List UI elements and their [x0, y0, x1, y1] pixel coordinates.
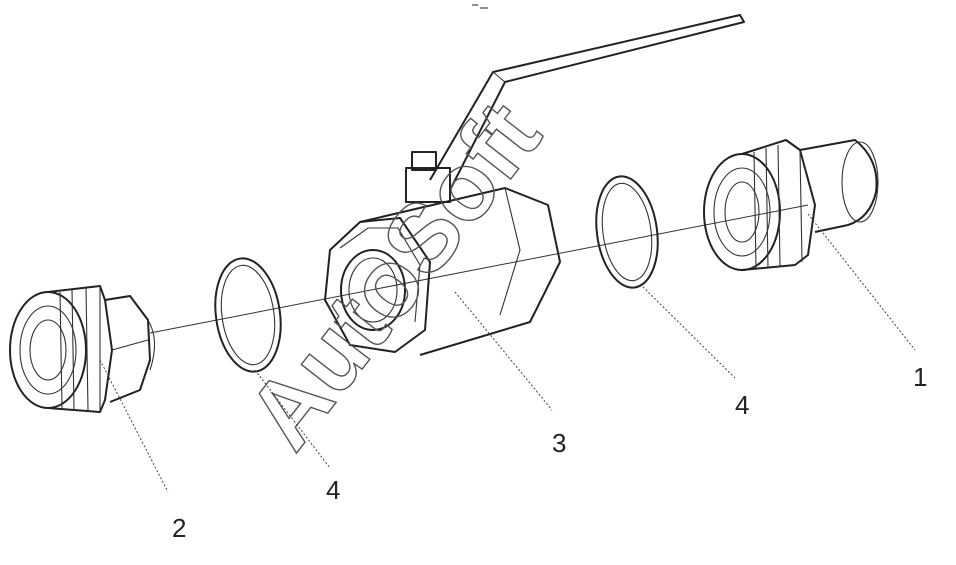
callout-1: 1: [913, 362, 927, 392]
callout-4-right: 4: [735, 390, 749, 420]
part-1-union-fitting: [703, 139, 879, 271]
watermark-text: AutoSoft: [227, 83, 561, 468]
leader-4b: [639, 283, 736, 379]
leader-lines: [99, 213, 916, 493]
leader-1: [807, 213, 916, 351]
part-4-seal-ring-right: [595, 175, 659, 289]
callout-2: 2: [172, 513, 186, 543]
part-3-ball-valve: [324, 14, 745, 356]
leader-3: [454, 291, 553, 411]
leader-4a: [254, 369, 331, 469]
leader-2: [99, 359, 169, 493]
callout-3: 3: [552, 428, 566, 458]
top-mark: [472, 4, 488, 9]
assembly-axis: [149, 204, 809, 334]
part-2-union-fitting: [9, 285, 156, 413]
callout-4-left: 4: [326, 475, 340, 505]
